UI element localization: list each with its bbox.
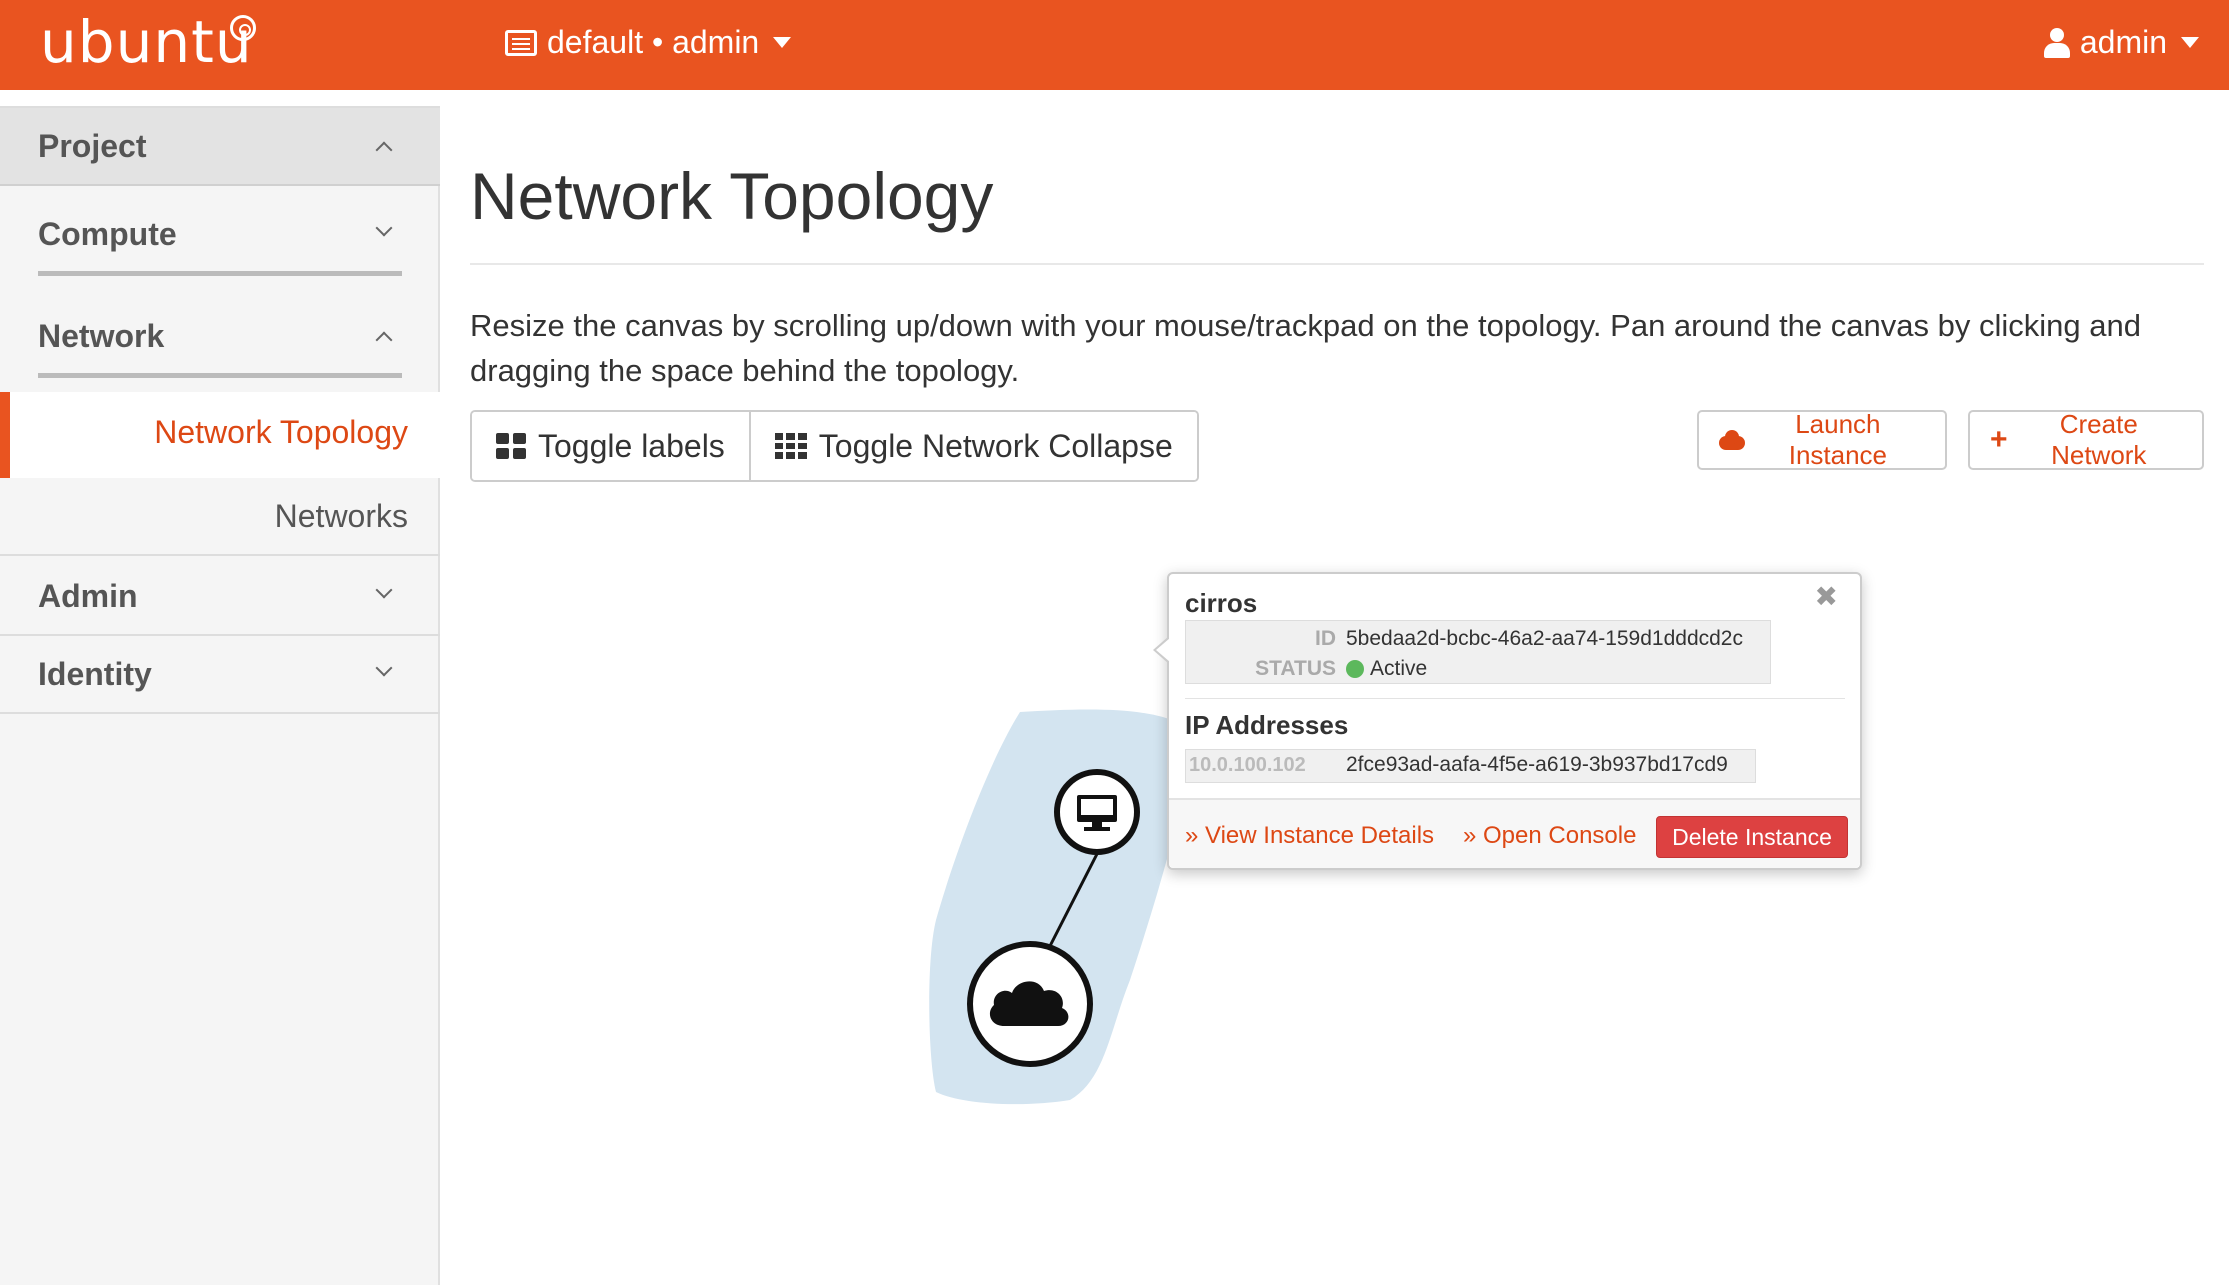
ip-address: 10.0.100.102 xyxy=(1189,754,1306,776)
list-icon xyxy=(505,29,537,56)
sidebar-item-networks[interactable]: Networks xyxy=(0,480,440,556)
id-label: ID xyxy=(1315,627,1336,650)
toggle-labels-label: Toggle labels xyxy=(538,427,725,464)
view-instance-details-link[interactable]: » View Instance Details xyxy=(1185,822,1435,849)
sidebar-item-label: Project xyxy=(38,128,147,164)
user-icon xyxy=(2043,27,2070,58)
sidebar-item-compute[interactable]: Compute xyxy=(38,196,402,276)
chevron-down-icon xyxy=(375,659,393,677)
ip-address-row: 10.0.100.102 2fce93ad-aafa-4f5e-a619-3b9… xyxy=(1185,749,1756,783)
topology-toggle-group: Toggle labels Toggle Network Collapse xyxy=(470,410,1199,482)
close-icon[interactable]: ✖ xyxy=(1814,581,1838,612)
context-label: default • admin xyxy=(547,24,760,60)
port-link xyxy=(1048,851,1100,947)
caret-down-icon xyxy=(2181,37,2199,48)
plus-icon: + xyxy=(1990,423,2008,456)
id-value: 5bedaa2d-bcbc-46a2-aa74-159d1dddcd2c xyxy=(1346,627,1743,650)
sidebar-item-label: Networks xyxy=(274,498,408,534)
th-icon xyxy=(774,433,807,459)
user-label: admin xyxy=(2079,24,2167,60)
toggle-labels-button[interactable]: Toggle labels xyxy=(472,412,749,480)
help-text: Resize the canvas by scrolling up/down w… xyxy=(470,308,2141,388)
create-network-button[interactable]: + Create Network xyxy=(1968,409,2204,470)
popover-divider xyxy=(1185,698,1845,699)
sidebar-item-label: Compute xyxy=(38,216,177,252)
caret-down-icon xyxy=(773,37,792,48)
sidebar-item-network[interactable]: Network xyxy=(38,298,402,378)
network-node[interactable] xyxy=(967,941,1093,1067)
sidebar-item-project[interactable]: Project xyxy=(0,108,440,186)
status-active-icon xyxy=(1346,660,1364,678)
th-large-icon xyxy=(496,433,526,459)
delete-instance-button[interactable]: Delete Instance xyxy=(1656,816,1848,858)
chevron-down-icon xyxy=(375,219,393,237)
sidebar-item-label: Network xyxy=(38,318,165,354)
instance-node[interactable] xyxy=(1054,769,1140,855)
ip-addresses-heading: IP Addresses xyxy=(1185,710,1349,740)
launch-instance-label: Launch Instance xyxy=(1788,409,1888,470)
user-dropdown[interactable]: admin xyxy=(2043,24,2199,61)
launch-instance-button[interactable]: Launch Instance xyxy=(1697,409,1947,470)
toggle-network-collapse-button[interactable]: Toggle Network Collapse xyxy=(748,412,1197,480)
top-navbar: ubuntu default • admin admin xyxy=(0,0,2229,90)
page-title: Network Topology xyxy=(470,159,994,233)
instance-name: cirros xyxy=(1185,588,1258,618)
status-value: Active xyxy=(1370,657,1428,680)
status-value-wrap: Active xyxy=(1346,657,1427,681)
sidebar-item-label: Identity xyxy=(38,656,152,692)
sidebar-item-label: Network Topology xyxy=(154,414,408,450)
open-console-link[interactable]: » Open Console xyxy=(1463,822,1637,849)
chevron-up-icon xyxy=(375,141,393,159)
sidebar-item-label: Admin xyxy=(38,578,138,614)
sidebar: Project Compute Network Network Topology… xyxy=(0,90,440,1285)
cloud-upload-icon xyxy=(1719,430,1745,450)
sidebar-top-strip xyxy=(0,90,440,108)
chevron-up-icon xyxy=(375,331,393,349)
sidebar-item-network-topology[interactable]: Network Topology xyxy=(0,392,440,478)
popover-arrow xyxy=(1153,636,1170,664)
popover-footer: » View Instance Details » Open Console D… xyxy=(1169,798,1860,868)
title-divider xyxy=(470,263,2204,265)
toggle-collapse-label: Toggle Network Collapse xyxy=(818,427,1173,464)
instance-info-table: ID 5bedaa2d-bcbc-46a2-aa74-159d1dddcd2c … xyxy=(1185,620,1771,684)
instance-popover: ✖ cirros ID 5bedaa2d-bcbc-46a2-aa74-159d… xyxy=(1153,572,1862,870)
sidebar-item-admin[interactable]: Admin xyxy=(0,558,440,636)
desktop-icon xyxy=(1077,795,1117,831)
ip-port-id: 2fce93ad-aafa-4f5e-a619-3b937bd17cd9 xyxy=(1346,753,1728,776)
ubuntu-circle-icon xyxy=(230,15,256,41)
brand-logo[interactable]: ubuntu xyxy=(40,8,253,76)
sidebar-item-identity[interactable]: Identity xyxy=(0,636,440,714)
status-label: STATUS xyxy=(1255,657,1336,680)
project-context-dropdown[interactable]: default • admin xyxy=(505,24,792,61)
topology-canvas[interactable] xyxy=(920,700,1220,1120)
cloud-icon xyxy=(989,981,1069,1026)
chevron-down-icon xyxy=(375,581,393,599)
create-network-label: Create Network xyxy=(2051,409,2147,470)
